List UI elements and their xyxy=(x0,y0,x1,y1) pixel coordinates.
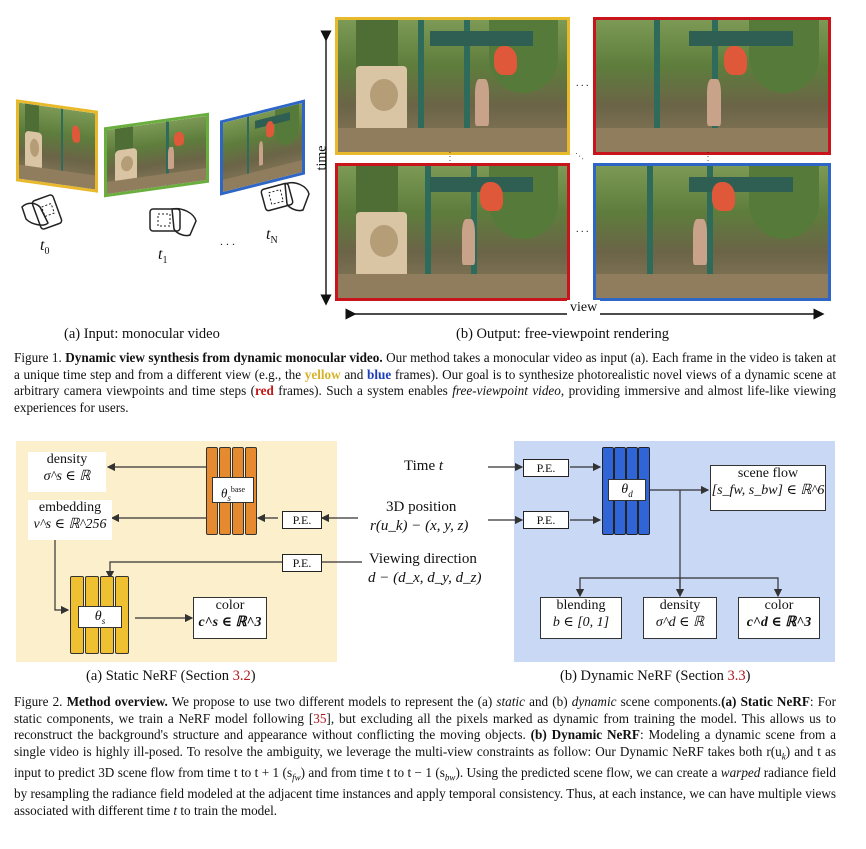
static-pe-direction: P.E. xyxy=(282,554,322,572)
dynamic-density-math: σ^d ∈ ℝ xyxy=(655,615,705,630)
dynamic-scene-flow-output: scene flow [s_fw, s_bw] ∈ ℝ^6 xyxy=(710,465,826,511)
ellipsis: . . . xyxy=(576,224,589,235)
subcaption-input: (a) Input: monocular video xyxy=(64,326,220,342)
ellipsis: . . . xyxy=(447,151,457,162)
scene-flow-label: scene flow xyxy=(737,466,799,481)
view-axis-label: view xyxy=(567,300,601,316)
output-frame-red-bottom xyxy=(335,163,570,301)
output-frame-yellow xyxy=(335,17,570,155)
ellipsis: . . . xyxy=(220,234,235,248)
ellipsis: . . . xyxy=(576,78,589,89)
time-label-tn: tN xyxy=(266,226,278,247)
dynamic-pe-position: P.E. xyxy=(523,511,569,529)
dynamic-color-math: c^d ∈ ℝ^3 xyxy=(746,615,812,630)
scene-flow-math: [s_fw, s_bw] ∈ ℝ^6 xyxy=(711,483,825,498)
static-pe-position: P.E. xyxy=(282,511,322,529)
subcaption-output: (b) Output: free-viewpoint rendering xyxy=(456,326,669,342)
static-embedding-output: embedding v^s ∈ ℝ^256 xyxy=(28,500,112,540)
static-density-output: density σ^s ∈ ℝ xyxy=(28,452,106,492)
dynamic-density-label: density xyxy=(659,598,701,613)
color-math: c^s ∈ ℝ^3 xyxy=(198,615,262,630)
density-label: density xyxy=(46,452,88,467)
time-axis-arrow xyxy=(320,30,332,306)
static-subcaption: (a) Static NeRF (Section 3.2) xyxy=(86,668,256,684)
input-frame-yellow xyxy=(16,99,98,193)
input-3d-position: 3D position xyxy=(386,499,457,515)
output-frame-blue xyxy=(593,163,831,301)
input-3d-position-math: r(u_k) − (x, y, z) xyxy=(370,518,469,534)
dynamic-network: θd xyxy=(602,447,652,535)
color-label: color xyxy=(215,598,245,613)
ellipsis: . . . xyxy=(705,151,715,162)
dynamic-subcaption: (b) Dynamic NeRF (Section 3.3) xyxy=(560,668,751,684)
blending-label: blending xyxy=(556,598,606,613)
time-axis-label: time xyxy=(314,145,330,171)
theta-base-label: θsbase xyxy=(212,477,254,503)
theta-s-label: θs xyxy=(78,606,122,628)
input-viewing-direction-math: d − (d_x, d_y, d_z) xyxy=(368,570,482,586)
input-time: Time t xyxy=(404,458,444,474)
dynamic-blending-output: blending b ∈ [0, 1] xyxy=(540,597,622,639)
diagram-arrows xyxy=(54,462,783,623)
dynamic-density-output: density σ^d ∈ ℝ xyxy=(643,597,717,639)
input-viewing-direction: Viewing direction xyxy=(369,551,477,567)
blending-math: b ∈ [0, 1] xyxy=(552,615,610,630)
density-math: σ^s ∈ ℝ xyxy=(43,469,91,484)
time-label-t1: t1 xyxy=(158,246,168,267)
figure1-caption: Figure 1. Dynamic view synthesis from dy… xyxy=(14,350,837,415)
figure2-caption: Figure 2. Method overview. We propose to… xyxy=(14,694,837,818)
embedding-math: v^s ∈ ℝ^256 xyxy=(33,517,107,532)
static-base-network: θsbase xyxy=(206,447,258,535)
input-frame-green xyxy=(104,112,209,198)
dynamic-color-output: color c^d ∈ ℝ^3 xyxy=(738,597,820,639)
static-color-network: θs xyxy=(70,576,130,654)
ellipsis: . . . xyxy=(574,147,588,162)
dynamic-pe-time: P.E. xyxy=(523,459,569,477)
phone-hand-icon xyxy=(21,194,63,230)
dynamic-color-label: color xyxy=(764,598,794,613)
theta-d-label: θd xyxy=(608,479,646,501)
time-label-t0: t0 xyxy=(40,237,50,258)
output-frame-red-top xyxy=(593,17,831,155)
static-color-output: color c^s ∈ ℝ^3 xyxy=(193,597,267,639)
phone-hand-icon xyxy=(260,182,310,212)
phone-hand-icon xyxy=(149,207,197,237)
embedding-label: embedding xyxy=(38,500,102,515)
